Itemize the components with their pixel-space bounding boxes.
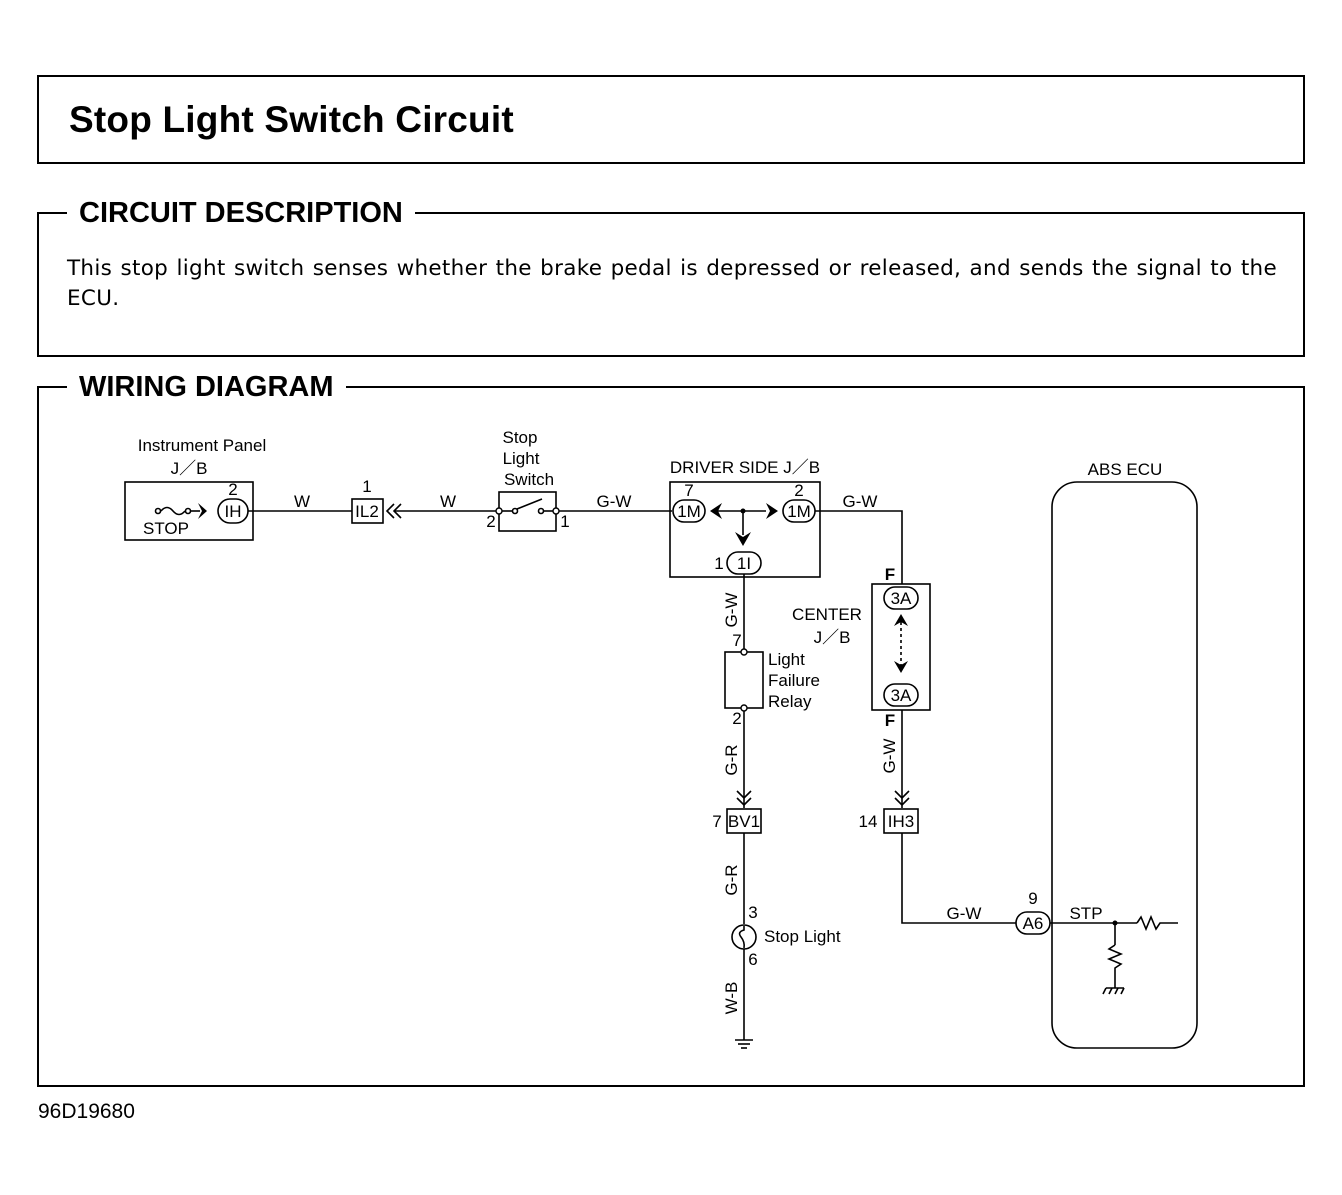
a6-pin: 9: [1028, 889, 1037, 908]
instrument-panel-label: Instrument Panel: [138, 436, 267, 455]
pulldown-resistor-icon: [1106, 944, 1124, 988]
abs-ecu: ABS ECU A6 9 STP: [1015, 460, 1198, 1049]
page-title: Stop Light Switch Circuit: [69, 99, 514, 140]
switch-pin-right: 1: [560, 512, 569, 531]
bv1-pin: 7: [712, 812, 721, 831]
1m-left-connector: [672, 499, 706, 523]
wire-gw-right: [815, 510, 903, 584]
1i-pin: 1: [714, 554, 723, 573]
wiring-diagram-heading: WIRING DIAGRAM: [67, 366, 346, 408]
ih3-pin: 14: [859, 812, 878, 831]
bv1-label: BV1: [728, 812, 760, 831]
switch-label-3: Switch: [504, 470, 554, 489]
arrow-up-icon: [894, 614, 908, 626]
wire-gr1-label: G-R: [722, 744, 741, 775]
arrow-icon: [766, 503, 778, 519]
driver-side-jb-box: [669, 481, 821, 578]
arrow-icon: [710, 503, 722, 519]
bv1-connector: BV1 7: [712, 808, 762, 834]
il2-connector: IL2 1: [351, 477, 402, 524]
wire-gw-ecu: [901, 833, 1016, 924]
relay-label-1: Light: [768, 650, 805, 669]
stop-light-switch: Stop Light Switch 2 1: [486, 428, 570, 532]
center-jb-box: [871, 583, 931, 711]
3a-top-label: 3A: [891, 589, 912, 608]
stop-light-label: Stop Light: [764, 927, 841, 946]
center-top-pin: F: [885, 565, 895, 584]
light-failure-relay: 7 2 Light Failure Relay: [724, 631, 820, 728]
connector-chevron-icon: [736, 790, 752, 807]
switch-label-2: Light: [503, 449, 540, 468]
arrow-down-icon: [735, 532, 751, 546]
wiring-diagram-section: WIRING DIAGRAM: [37, 366, 1305, 1087]
connector-chevron-icon: [894, 790, 910, 807]
stop-light: 3 Stop Light 6: [731, 903, 841, 969]
center-jb-label: J／B: [814, 628, 851, 647]
wire-gw-switch-label: G-W: [597, 492, 632, 511]
wire-gw-ecu-label: G-W: [947, 904, 982, 923]
il2-label: IL2: [355, 502, 379, 521]
stp-terminal-label: STP: [1069, 904, 1102, 923]
ih3-connector: IH3 14: [859, 808, 919, 834]
relay-pin-bottom: 2: [732, 709, 741, 728]
3a-bottom-label: 3A: [891, 686, 912, 705]
stop-light-pin-bottom: 6: [748, 950, 757, 969]
switch-contact-icon: [516, 498, 543, 510]
relay-pin-top: 7: [732, 631, 741, 650]
wire-w1-label: W: [294, 492, 310, 511]
title-box: Stop Light Switch Circuit: [37, 75, 1305, 164]
3a-bottom-connector: [883, 683, 919, 707]
instrument-panel-jb: Instrument Panel J／B STOP IH 2: [124, 436, 267, 541]
stop-fuse-label: STOP: [143, 519, 189, 538]
ih-pin-label: 2: [228, 480, 237, 499]
ih3-label: IH3: [888, 812, 914, 831]
a6-label: A6: [1023, 914, 1044, 933]
wire-gr2-label: G-R: [722, 864, 741, 895]
wire-gw-center-label: G-W: [880, 739, 899, 774]
center-label: CENTER: [792, 605, 862, 624]
driver-side-jb: DRIVER SIDE J／B 1M 7 1M 2 1I 1: [669, 458, 821, 578]
abs-ecu-box: [1051, 481, 1198, 1049]
ih-connector-label: IH: [225, 502, 242, 521]
stop-light-pin-top: 3: [748, 903, 757, 922]
1i-label: 1I: [737, 554, 751, 573]
relay-label-2: Failure: [768, 671, 820, 690]
circuit-description-text: This stop light switch senses whether th…: [67, 256, 1277, 311]
wire-gw-right-label: G-W: [843, 492, 878, 511]
circuit-description-heading: CIRCUIT DESCRIPTION: [67, 192, 415, 234]
arrow-icon: [198, 503, 207, 519]
ground-icon: [735, 1039, 753, 1049]
instrument-panel-jb-label: J／B: [171, 459, 208, 478]
fuse-terminal-left: [154, 507, 162, 515]
center-bottom-pin: F: [885, 711, 895, 730]
relay-label-3: Relay: [768, 692, 812, 711]
figure-id: 96D19680: [38, 1100, 135, 1123]
pullup-resistor-icon: [1136, 914, 1178, 932]
circuit-description-section: CIRCUIT DESCRIPTION This stop light swit…: [37, 192, 1305, 357]
il2-pin-label: 1: [362, 477, 371, 496]
stop-fuse-icon: [160, 506, 186, 516]
center-jb: F 3A 3A F CENTER J／B: [792, 565, 931, 730]
wire-gw-relay-label: G-W: [722, 593, 741, 628]
1m-right-pin: 2: [794, 481, 803, 500]
switch-pin-left: 2: [486, 512, 495, 531]
abs-ecu-label: ABS ECU: [1088, 460, 1163, 479]
1m-left-label: 1M: [677, 502, 701, 521]
switch-label-1: Stop: [503, 428, 538, 447]
relay-box: [724, 651, 764, 709]
driver-side-jb-label: DRIVER SIDE J／B: [670, 458, 820, 477]
3a-top-connector: [883, 586, 919, 610]
1m-right-label: 1M: [787, 502, 811, 521]
wire-wb-label: W-B: [722, 982, 741, 1015]
arrow-down-icon: [894, 661, 908, 673]
1m-left-pin: 7: [684, 481, 693, 500]
wire-w2-label: W: [440, 492, 456, 511]
fuse-terminal-right: [184, 507, 192, 515]
